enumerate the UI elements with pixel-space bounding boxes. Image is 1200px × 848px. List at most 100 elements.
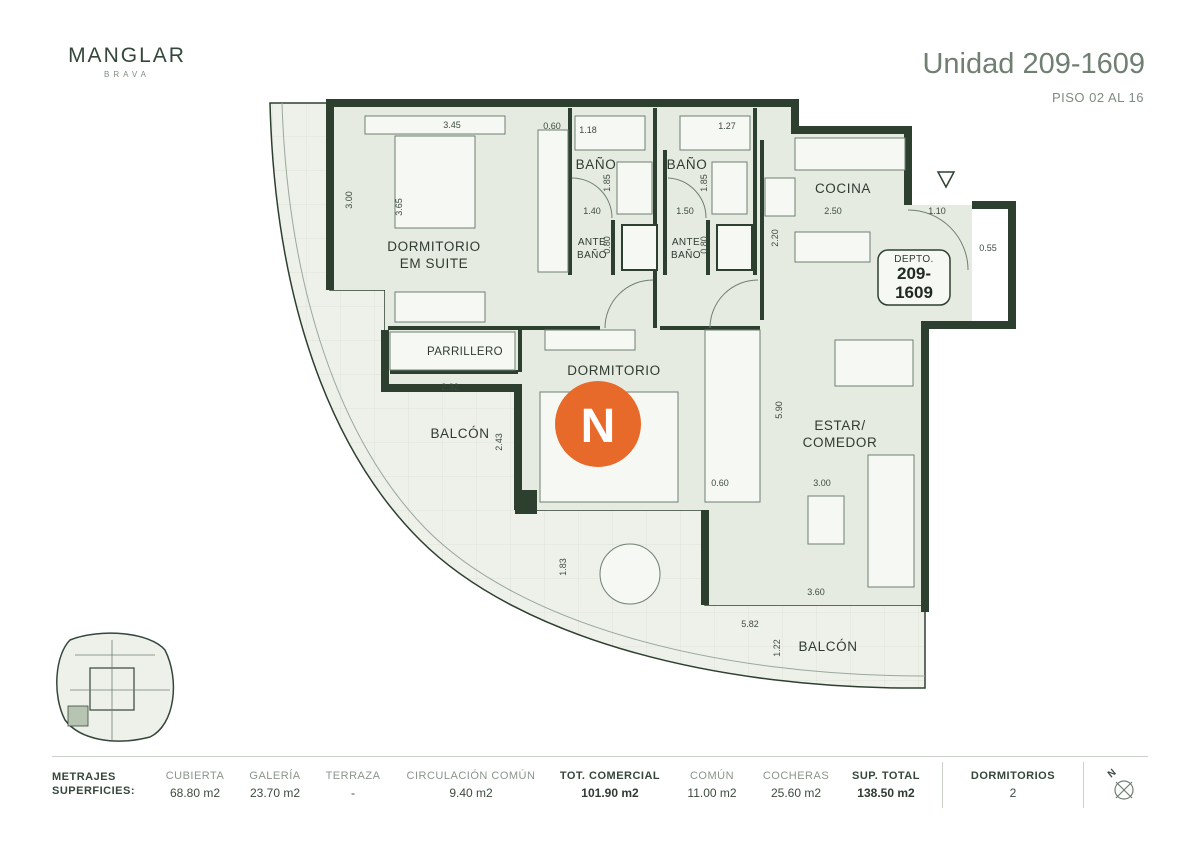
unit-title: Unidad 209-1609 [922, 48, 1145, 80]
footer-col-label: CIRCULACIÓN COMÚN [406, 770, 536, 782]
shower-2 [679, 115, 751, 151]
footer-col-dormitorios: DORMITORIOS 2 [958, 770, 1068, 800]
door-swings [571, 177, 969, 329]
brand-name: MANGLAR [68, 44, 186, 67]
label-bano-1: BAÑO [576, 157, 617, 172]
footer-col-tot-comercial: TOT. COMERCIAL 101.90 m2 [552, 770, 668, 800]
suite-closet [537, 129, 569, 273]
dim-3-00: 3.00 [344, 191, 354, 209]
footer-col-value: 101.90 m2 [581, 786, 639, 800]
dim-1-27: 1.27 [718, 121, 736, 131]
kitchen-island [794, 231, 871, 263]
label-estar-2: COMEDOR [803, 435, 878, 450]
dim-0-80b: 0.80 [699, 236, 709, 254]
coffee-table [807, 495, 845, 545]
footer-col-value: 23.70 m2 [249, 786, 301, 800]
footer-col-cubierta: CUBIERTA 68.80 m2 [158, 770, 232, 800]
dim-0-55: 0.55 [979, 243, 997, 253]
footer-col-label: COMÚN [689, 770, 735, 782]
footer-bedrooms-value: 2 [1009, 786, 1017, 800]
compass-letter: N [1106, 767, 1119, 780]
label-antebano-1a: ANTE [578, 237, 606, 248]
dim-3-60: 3.60 [807, 587, 825, 597]
label-balcon-bottom: BALCÓN [798, 639, 857, 654]
dining-table [834, 339, 914, 387]
footer-divider [52, 756, 1148, 757]
living-wardrobe [704, 329, 761, 503]
parrillero-box [389, 331, 516, 371]
toilet-1 [616, 161, 653, 215]
footer-col-galeria: GALERÍA 23.70 m2 [238, 770, 312, 800]
key-plan-thumbnail [56, 632, 175, 742]
kitchen-counter [794, 137, 906, 171]
footer-bedrooms-label: DORMITORIOS [970, 770, 1056, 782]
interior-walls [388, 108, 764, 374]
label-balcon-left: BALCÓN [430, 426, 489, 441]
dim-1-22: 1.22 [772, 639, 782, 657]
footer-col-label: COCHERAS [762, 770, 830, 782]
footer-col-value: 11.00 m2 [687, 786, 737, 800]
depto-tag-box [877, 249, 951, 306]
brand-logo: MANGLAR BRAVA [57, 44, 197, 79]
suite-bed [394, 135, 476, 229]
unit-floors: PISO 02 AL 16 [1051, 90, 1144, 105]
label-suite-2: EM SUITE [400, 256, 469, 271]
dim-1-40: 1.40 [583, 206, 601, 216]
footer-title-line2: SUPERFICIES: [52, 785, 136, 797]
toilet-2 [711, 161, 748, 215]
dim-5-82: 5.82 [741, 619, 759, 629]
footer-col-circulacion: CIRCULACIÓN COMÚN 9.40 m2 [398, 770, 544, 800]
depto-tag-line1: 209- [897, 264, 931, 283]
dim-1-85b: 1.85 [699, 174, 709, 192]
footer-col-sup-total: SUP. TOTAL 138.50 m2 [844, 770, 928, 800]
dim-3-00b: 3.00 [813, 478, 831, 488]
suite-desk [394, 291, 486, 323]
interior-floor [330, 103, 972, 605]
footer-col-label: TOT. COMERCIAL [559, 770, 661, 782]
dim-0-60b: 0.60 [711, 478, 729, 488]
dim-0-80a: 0.80 [602, 236, 612, 254]
footer-col-cocheras: COCHERAS 25.60 m2 [752, 770, 840, 800]
sink-1 [621, 224, 658, 271]
label-bano-2: BAÑO [667, 157, 708, 172]
footer-col-value: 9.40 m2 [449, 786, 493, 800]
dim-3-45: 3.45 [443, 120, 461, 130]
dim-0-60a: 0.60 [543, 121, 561, 131]
entrance-triangle-icon [936, 171, 956, 189]
terrace-inner-curve [281, 102, 926, 677]
label-dormitorio: DORMITORIO [567, 363, 661, 378]
footer-col-value: 68.80 m2 [169, 786, 221, 800]
dim-3-65: 3.65 [394, 198, 404, 216]
footer-col-value: 25.60 m2 [770, 786, 822, 800]
footer-separator [942, 762, 943, 808]
footer-title: METRAJES SUPERFICIES: [52, 770, 135, 798]
sink-2 [716, 224, 753, 271]
wall-block [515, 490, 537, 514]
label-antebano-2b: BAÑO [671, 248, 701, 261]
exterior-walls [326, 99, 1016, 612]
label-suite-1: DORMITORIO [387, 239, 481, 254]
depto-tag-line2: 1609 [895, 283, 933, 302]
suite-wardrobe [364, 115, 506, 135]
footer-col-value: 138.50 m2 [857, 786, 915, 800]
compass-icon: N [1106, 767, 1134, 800]
kitchen-cooktop [764, 177, 796, 217]
footer-col-label: SUP. TOTAL [852, 770, 920, 782]
sofa [867, 454, 915, 588]
dim-5-90: 5.90 [774, 401, 784, 419]
label-parrillero: PARRILLERO [427, 346, 503, 358]
terrace-curve [269, 102, 926, 689]
label-cocina: COCINA [815, 181, 871, 196]
footer-col-label: TERRAZA [325, 770, 381, 782]
label-antebano-1b: BAÑO [577, 248, 607, 261]
bedroom-wardrobe [544, 329, 636, 351]
dim-1-10: 1.10 [928, 206, 946, 216]
dim-2-43: 2.43 [494, 433, 504, 451]
north-badge-letter: N [581, 400, 616, 453]
label-estar-1: ESTAR/ [814, 418, 865, 433]
footer-col-label: GALERÍA [249, 770, 301, 782]
dim-1-50: 1.50 [676, 206, 694, 216]
shower-1 [574, 115, 646, 151]
label-antebano-2a: ANTE [672, 237, 700, 248]
